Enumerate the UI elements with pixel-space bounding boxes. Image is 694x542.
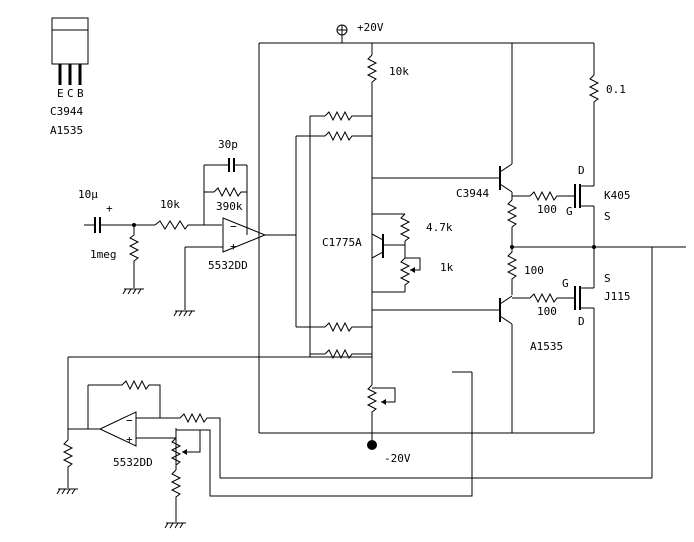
mos-bottom-s: S bbox=[604, 272, 611, 285]
feedback-resistor bbox=[204, 186, 247, 198]
pin-label-c: C bbox=[67, 87, 74, 100]
package-part-bottom: A1535 bbox=[50, 124, 83, 137]
mid-resistor-bottom bbox=[506, 247, 518, 295]
input-bias-resistor bbox=[128, 225, 140, 288]
vbe-resistor bbox=[399, 213, 411, 242]
feedback-cap-label: 30p bbox=[218, 138, 238, 151]
input-series-label: 10k bbox=[160, 198, 180, 211]
package-body bbox=[51, 17, 89, 65]
pin-label-b: B bbox=[77, 87, 84, 100]
dc-servo: − + 5532DD bbox=[56, 356, 473, 529]
negative-rail: -20V bbox=[259, 432, 594, 465]
mid-resistor-label: 100 bbox=[524, 264, 544, 277]
mid-resistor-top bbox=[506, 199, 518, 247]
svg-text:−: − bbox=[230, 220, 237, 233]
driver-bottom: 100 A1535 100 bbox=[372, 247, 575, 433]
package-part-top: C3944 bbox=[50, 105, 83, 118]
negative-supply-terminal bbox=[367, 440, 377, 450]
vbe-pot-label: 1k bbox=[440, 261, 454, 274]
driver-bus: 10k bbox=[295, 43, 409, 433]
servo-ground-resistor bbox=[62, 439, 74, 488]
output-node bbox=[220, 245, 686, 479]
pin-label-e: E bbox=[57, 87, 64, 100]
driver-top-label: C3944 bbox=[456, 187, 489, 200]
mos-top-label: K405 bbox=[604, 189, 631, 202]
input-cap-plus: + bbox=[106, 202, 113, 215]
mosfet-bottom: S G D J115 bbox=[562, 247, 631, 433]
gate-resistor-top bbox=[529, 190, 575, 202]
driver-bottom-label: A1535 bbox=[530, 340, 563, 353]
source-resistor bbox=[588, 74, 600, 170]
top-resistor bbox=[366, 54, 378, 83]
svg-text:+: + bbox=[230, 240, 237, 253]
gate-resistor-top-label: 100 bbox=[537, 203, 557, 216]
svg-text:−: − bbox=[126, 414, 133, 427]
vbe-resistor-label: 4.7k bbox=[426, 221, 453, 234]
feedback-resistor-label: 390k bbox=[216, 200, 243, 213]
main-opamp: − + 5532DD 30p 390k bbox=[173, 138, 296, 317]
input-stage: 10μ + 1meg 10k bbox=[78, 188, 222, 295]
servo-opamp-label: 5532DD bbox=[113, 456, 153, 469]
mos-top-d: D bbox=[578, 164, 585, 177]
servo-pot-bottom-resistor bbox=[170, 469, 182, 522]
mos-bottom-d: D bbox=[578, 315, 585, 328]
driver-top: C3944 100 bbox=[372, 43, 575, 249]
mos-bottom-g: G bbox=[562, 277, 569, 290]
mos-bottom-label: J115 bbox=[604, 290, 631, 303]
input-series-resistor bbox=[154, 220, 222, 230]
vbe-pot bbox=[399, 257, 411, 292]
gate-resistor-bottom bbox=[529, 292, 575, 304]
gate-resistor-bottom-label: 100 bbox=[537, 305, 557, 318]
top-resistor-label: 10k bbox=[389, 65, 409, 78]
mos-top-g: G bbox=[566, 205, 573, 218]
vbe-transistor-label: C1775A bbox=[322, 236, 362, 249]
servo-opamp bbox=[98, 411, 137, 447]
input-bias-label: 1meg bbox=[90, 248, 117, 261]
servo-input-resistor bbox=[179, 412, 221, 478]
transistor-package-icon: E C B C3944 A1535 bbox=[50, 17, 89, 137]
input-cap-label: 10μ bbox=[78, 188, 98, 201]
vbe-multiplier: 4.7k 1k C1775A bbox=[322, 213, 454, 293]
main-opamp-label: 5532DD bbox=[208, 259, 248, 272]
servo-pot bbox=[170, 437, 182, 466]
servo-feedback-resistor bbox=[88, 379, 161, 419]
svg-text:+: + bbox=[126, 433, 133, 446]
negative-supply-label: -20V bbox=[384, 452, 411, 465]
source-resistor-label: 0.1 bbox=[606, 83, 626, 96]
mosfet-top: 0.1 D G S K405 bbox=[566, 43, 631, 247]
positive-rail: +20V bbox=[258, 21, 594, 433]
bottom-pot bbox=[366, 384, 378, 433]
positive-supply-label: +20V bbox=[357, 21, 384, 34]
mos-top-s: S bbox=[604, 210, 611, 223]
